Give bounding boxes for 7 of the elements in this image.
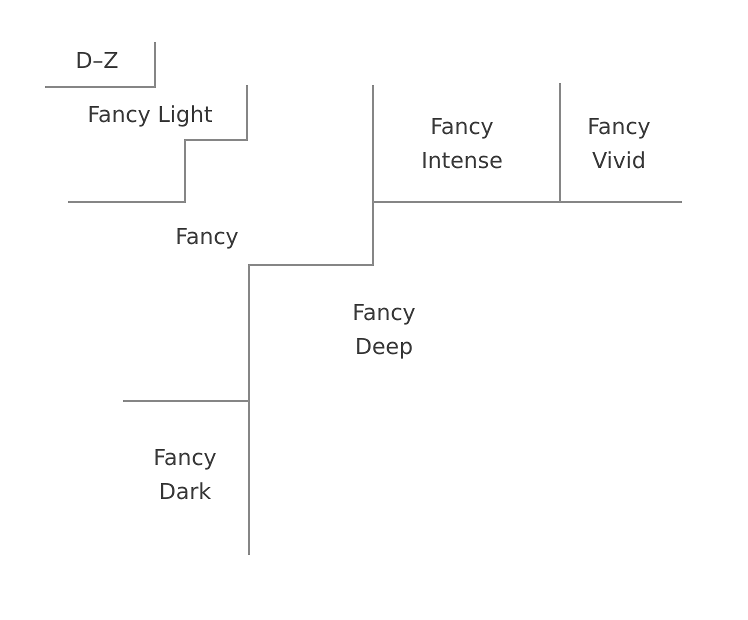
grade-label: Fancy Light xyxy=(87,102,213,130)
grade-label: Fancy Deep xyxy=(351,300,417,362)
grade-label: Fancy Dark xyxy=(152,445,218,507)
grade-label: Fancy Intense xyxy=(420,114,504,176)
grade-label: D–Z xyxy=(76,48,118,76)
grade-label: Fancy xyxy=(175,224,239,252)
grade-label: Fancy Vivid xyxy=(586,114,652,176)
